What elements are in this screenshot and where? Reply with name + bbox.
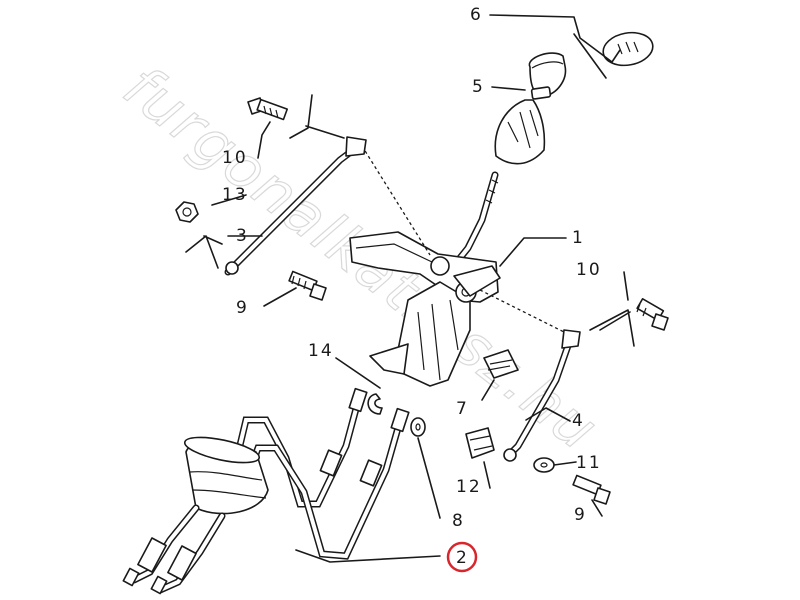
callout-label-10-right: 10 (576, 260, 602, 280)
part-11-washer (533, 457, 555, 473)
part-1-shift-lever-assembly (349, 171, 501, 387)
part-13-nut (175, 201, 199, 223)
callout-label-7: 7 (456, 399, 469, 419)
part-9-bolt-left (288, 270, 327, 301)
part-2-gear-cables (122, 387, 410, 595)
part-10-bolt-left (247, 97, 289, 121)
part-6-knob-cap (602, 31, 654, 67)
callout-label-4: 4 (572, 411, 585, 431)
callout-label-5: 5 (472, 77, 485, 97)
part-7-spring-clip (483, 349, 519, 379)
part-5-gear-knob (528, 52, 567, 100)
callout-label-2: 2 (456, 548, 467, 568)
part-3-selector-rod (224, 136, 367, 276)
part-12-bush (465, 427, 495, 459)
gear-boot (494, 99, 546, 165)
bolt-arrow-left (289, 94, 345, 139)
callout-label-9-right: 9 (574, 505, 587, 525)
guide-line-rod4 (479, 289, 571, 336)
highlight-ring (446, 541, 478, 573)
callout-label-3: 3 (236, 226, 249, 246)
part-8-washer (410, 417, 426, 437)
leader-lines (211, 14, 629, 563)
part-14-circlip (367, 393, 383, 415)
callout-label-6: 6 (470, 5, 483, 25)
highlighted-callout-2[interactable]: 2 (446, 541, 478, 573)
bolt-arrow-right (589, 309, 635, 347)
callout-label-1: 1 (572, 228, 585, 248)
callout-labels: 6 5 1 10 13 3 9 10 14 7 4 11 12 9 8 (222, 5, 602, 531)
callout-label-8: 8 (452, 511, 465, 531)
nut-arrow (185, 235, 223, 269)
callout-label-10-left: 10 (222, 148, 248, 168)
part-10-bolt-right (636, 298, 669, 331)
callout-label-13: 13 (222, 185, 248, 205)
callout-label-14: 14 (308, 341, 334, 361)
callout-label-9-left: 9 (236, 298, 249, 318)
callout-label-11: 11 (576, 453, 602, 473)
callout-label-12: 12 (456, 477, 482, 497)
part-9-bolt-right (572, 474, 611, 505)
